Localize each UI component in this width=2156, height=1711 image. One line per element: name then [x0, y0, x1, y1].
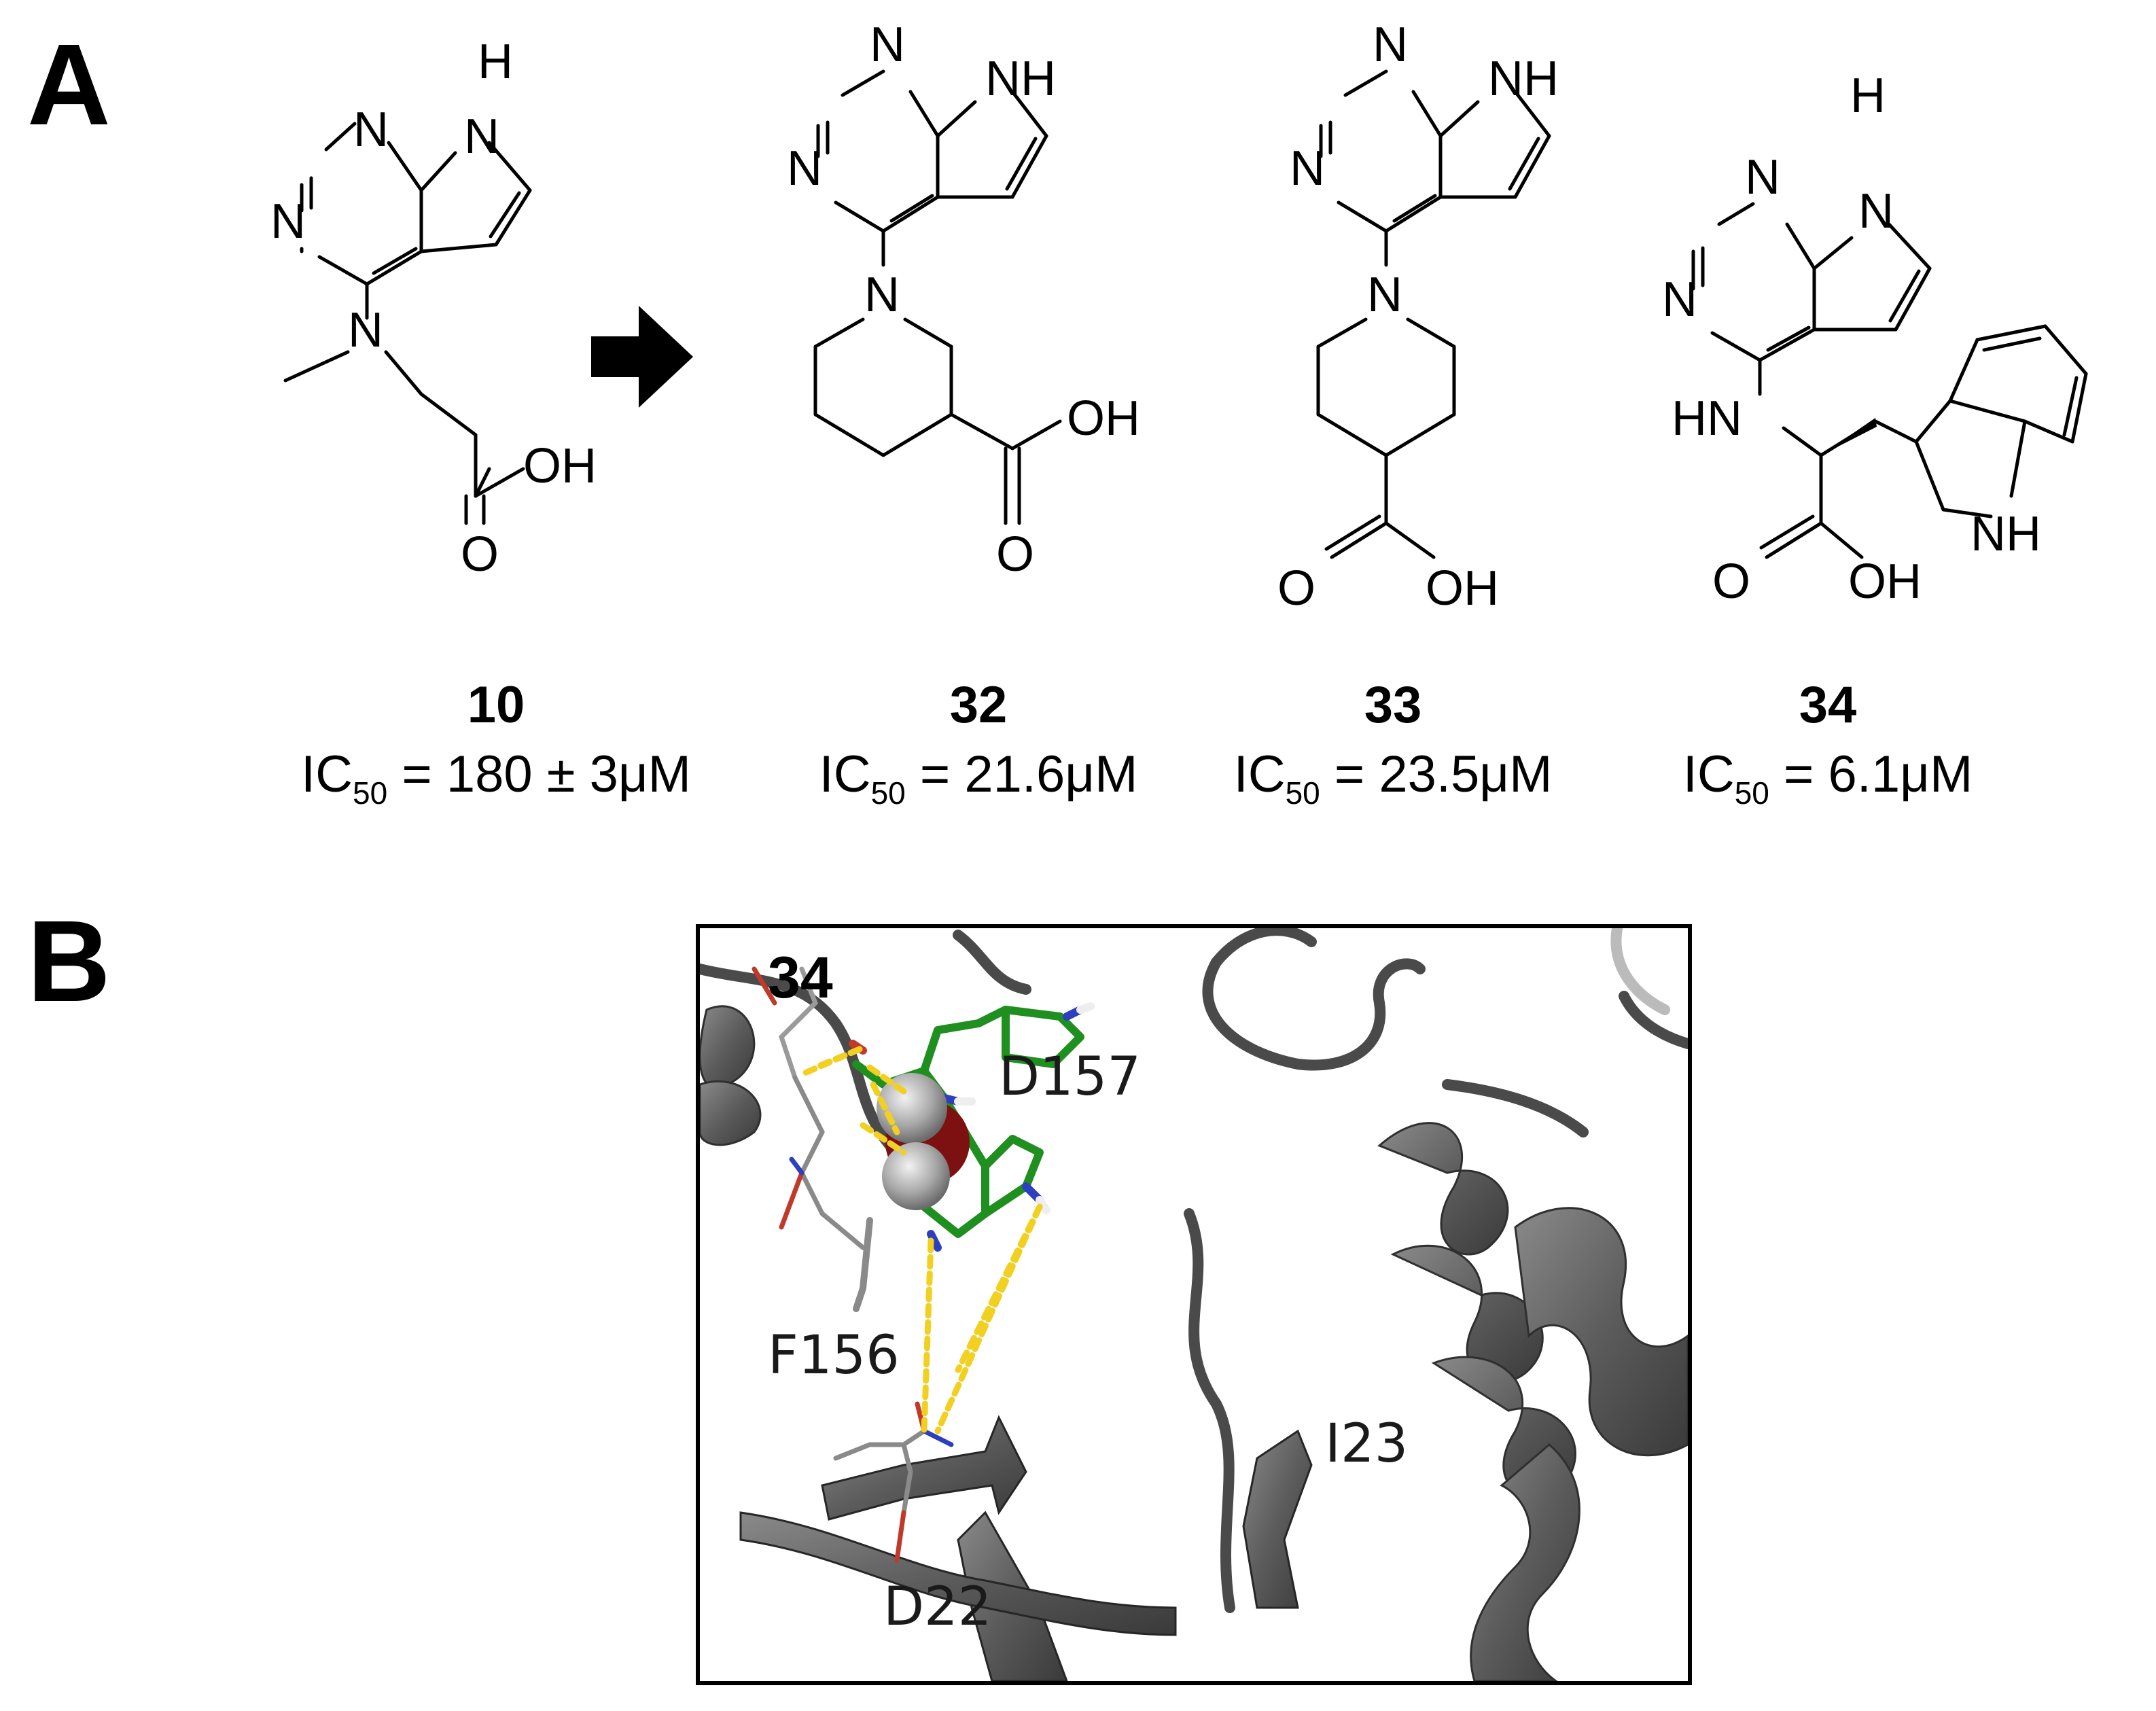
caption-compound-32: 32 IC50 = 21.6μM — [741, 680, 1216, 809]
atom-oh: OH — [1426, 561, 1499, 616]
atom-n: N — [787, 141, 822, 196]
atom-o: O — [1277, 561, 1315, 616]
atom-n: N — [1858, 184, 1894, 239]
ic50-value: IC50 = 23.5μM — [1233, 745, 1553, 811]
structure-compound-32: N NH N N OH O — [787, 18, 1140, 582]
docking-image — [700, 928, 1688, 1681]
atom-n: N — [353, 103, 389, 157]
protein-backbone — [700, 928, 1688, 1613]
caption-compound-34: 34 IC50 = 6.1μM — [1590, 680, 2066, 809]
atom-nh: NH — [985, 52, 1056, 106]
atom-n: N — [270, 194, 306, 249]
atom-n: N — [1745, 150, 1780, 205]
protein-strand — [739, 1415, 1313, 1681]
atom-n: N — [1290, 141, 1325, 196]
atom-nh: NH — [1488, 52, 1559, 106]
atom-oh: OH — [1848, 554, 1922, 609]
arrow-icon — [591, 306, 693, 408]
protein-helix — [700, 1005, 1688, 1681]
compound-number: 33 — [1364, 676, 1422, 734]
atom-hn: HN — [1672, 391, 1742, 446]
hydrogen-bonds — [798, 1046, 1043, 1434]
atom-n: N — [870, 18, 905, 72]
docking-view: 34 D157 F156 I23 D22 — [696, 924, 1692, 1685]
atom-oh: OH — [1067, 391, 1140, 446]
ic50-value: IC50 = 21.6μM — [819, 745, 1138, 811]
compound-number: 32 — [949, 676, 1008, 734]
caption-compound-33: 33 IC50 = 23.5μM — [1155, 680, 1631, 809]
residue-label-d22: D22 — [883, 1576, 992, 1638]
residue-label-i23: I23 — [1325, 1413, 1409, 1475]
structure-compound-34: H N N N HN O OH NH — [1662, 69, 2088, 609]
atom-n: N — [464, 109, 499, 164]
atom-o: O — [461, 527, 499, 582]
atom-n: N — [1662, 272, 1697, 327]
atom-n: N — [1373, 18, 1408, 72]
atom-o: O — [996, 527, 1034, 582]
atom-n: N — [864, 268, 900, 322]
panel-label-b: B — [27, 897, 111, 1026]
atom-h: H — [478, 35, 513, 89]
atom-n: N — [348, 303, 383, 357]
compound-number: 34 — [1799, 676, 1857, 734]
ic50-value: IC50 = 6.1μM — [1682, 745, 1973, 811]
atom-n: N — [1367, 268, 1402, 322]
panel-label-a: A — [27, 20, 111, 149]
atom-o: O — [1712, 554, 1750, 609]
caption-compound-10: 10 IC50 = 180 ± 3μM — [258, 680, 734, 809]
residue-label-f156: F156 — [768, 1325, 900, 1386]
structure-compound-10: H N N N N OH O — [270, 35, 597, 582]
ic50-value: IC50 = 180 ± 3μM — [301, 745, 691, 811]
atom-oh: OH — [523, 439, 597, 493]
structure-compound-33: N NH N N O OH — [1277, 18, 1559, 616]
compound-number: 10 — [467, 676, 525, 734]
residue-label-d157: D157 — [999, 1046, 1141, 1108]
atom-h: H — [1850, 69, 1886, 123]
ligand-label: 34 — [768, 945, 833, 1010]
atom-nh: NH — [1971, 507, 2041, 561]
